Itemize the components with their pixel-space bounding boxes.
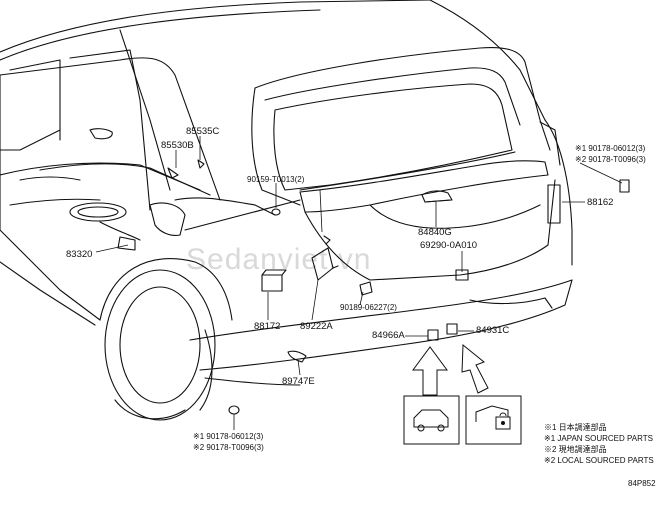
arrow-to-84966a — [412, 346, 448, 396]
figure-code: 84P852 — [628, 479, 656, 488]
vehicle-lock-icon — [475, 405, 511, 430]
part-label-89222a[interactable]: 89222A — [300, 321, 333, 332]
part-label-90178-06012-bottom[interactable]: ※1 90178-06012(3) — [193, 432, 264, 441]
part-label-90178-t0096-bottom[interactable]: ※2 90178-T0096(3) — [193, 443, 264, 452]
part-label-89747e[interactable]: 89747E — [282, 376, 315, 387]
part-label-83320[interactable]: 83320 — [66, 249, 93, 260]
part-label-85535c[interactable]: 85535C — [186, 126, 220, 137]
part-label-85530b[interactable]: 85530B — [161, 140, 194, 151]
part-label-90178-t0096-top[interactable]: ※2 90178-T0096(3) — [575, 155, 646, 164]
condition-box-vehicle — [403, 395, 460, 445]
part-label-90178-06012-top[interactable]: ※1 90178-06012(3) — [575, 144, 646, 153]
part-label-88162[interactable]: 88162 — [587, 197, 614, 208]
note-japan-sourced-en: ※1 JAPAN SOURCED PARTS — [544, 434, 653, 443]
arrow-to-84931c — [461, 343, 489, 394]
part-label-69290-0a010[interactable]: 69290-0A010 — [420, 240, 478, 251]
part-label-84931c[interactable]: 84931C — [476, 325, 510, 336]
note-local-sourced-en: ※2 LOCAL SOURCED PARTS — [544, 456, 654, 465]
part-label-84966a[interactable]: 84966A — [372, 330, 405, 341]
part-label-88172[interactable]: 88172 — [254, 321, 281, 332]
note-local-sourced-jp: ※2 現地調達部品 — [544, 445, 607, 454]
note-japan-sourced-jp: ※1 日本調達部品 — [544, 423, 607, 432]
part-label-90159-t0013[interactable]: 90159-T0013(2) — [247, 175, 305, 184]
vehicle-side-icon — [413, 409, 449, 432]
condition-box-lock — [465, 395, 522, 445]
part-label-84840g[interactable]: 84840G — [418, 227, 452, 238]
part-label-90189-06227[interactable]: 90189-06227(2) — [340, 303, 397, 312]
